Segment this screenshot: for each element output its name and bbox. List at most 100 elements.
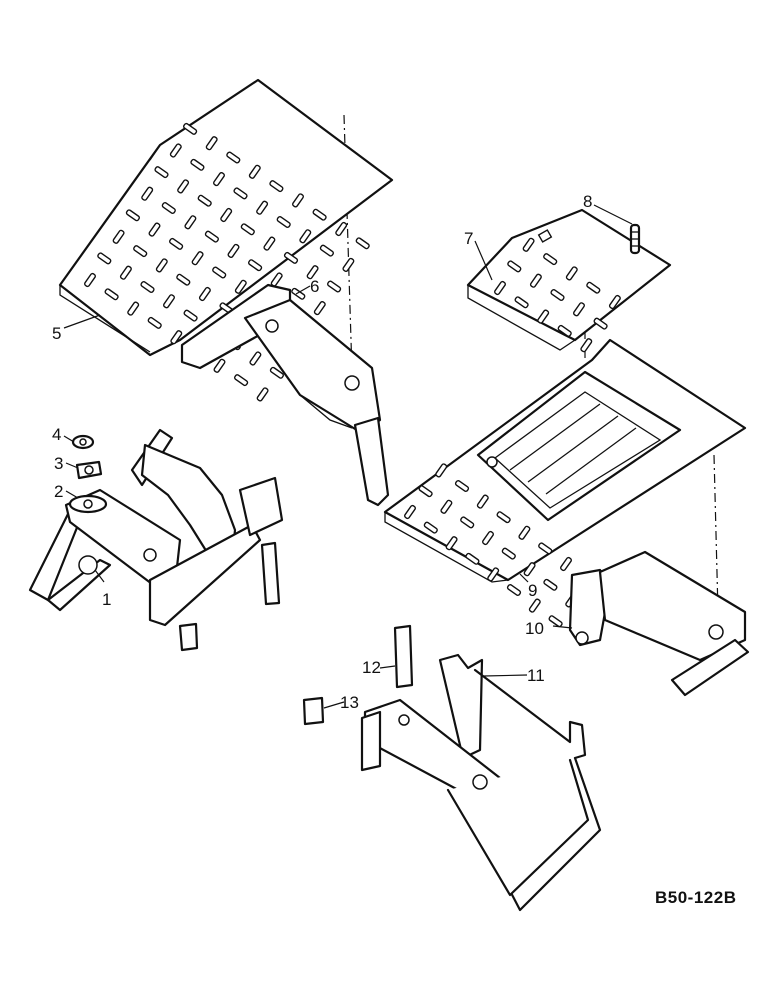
slot [234, 374, 249, 387]
slot [487, 567, 500, 582]
slot [183, 309, 198, 322]
part-12-shim [393, 624, 414, 689]
callout-1: 1 [102, 590, 111, 609]
slot [119, 265, 132, 280]
leader-lines [63, 204, 633, 709]
part-2-plate [68, 494, 108, 514]
slot [248, 259, 263, 272]
part-7-small-plate [466, 208, 672, 353]
slot [140, 281, 155, 293]
slot [523, 562, 536, 577]
slot [269, 180, 284, 193]
slot [161, 202, 176, 214]
callout-3: 3 [54, 454, 63, 473]
alignment-line-right [713, 454, 719, 613]
slot [233, 187, 248, 200]
slot [169, 143, 182, 158]
slot [163, 294, 175, 309]
slot [155, 258, 168, 273]
slot [176, 273, 191, 286]
slot [127, 301, 140, 316]
slot [269, 366, 284, 379]
slot [170, 330, 183, 345]
slot [593, 317, 608, 330]
slot [476, 494, 489, 509]
callout-12: 12 [362, 658, 381, 677]
slot [440, 499, 453, 514]
slot [276, 216, 291, 228]
slot [198, 286, 211, 302]
part-4-washer [71, 434, 95, 450]
part-3-nut [75, 460, 103, 480]
slot [169, 237, 184, 250]
platform-9-slots [404, 463, 594, 628]
slot [299, 229, 312, 244]
part-8-spring [629, 223, 641, 255]
slot [184, 215, 197, 230]
plate-7-slots [494, 237, 621, 353]
slot [465, 552, 480, 565]
slot [529, 273, 542, 288]
slot [608, 294, 621, 310]
slot [522, 237, 535, 252]
slot [292, 193, 304, 208]
slot [423, 521, 438, 534]
slot [482, 530, 494, 546]
slot [573, 302, 585, 317]
slot [342, 257, 355, 272]
slot [560, 556, 572, 572]
slot [256, 387, 269, 402]
slot [518, 525, 531, 540]
part-5-step-plate [58, 78, 394, 402]
slot [550, 289, 565, 301]
slot [133, 245, 148, 258]
slot [248, 164, 261, 179]
slot [496, 511, 511, 524]
callout-11: 11 [527, 666, 545, 685]
slot [313, 301, 326, 316]
part-12-shim-left [260, 541, 281, 606]
slot [226, 151, 241, 164]
slot [501, 547, 516, 560]
slot [84, 272, 96, 288]
slot [494, 280, 506, 296]
part-1-frame [28, 428, 284, 627]
slot [435, 463, 448, 478]
callout-2: 2 [54, 482, 63, 501]
slot [183, 122, 198, 135]
callout-4: 4 [52, 425, 61, 444]
slot [537, 309, 550, 324]
slot [355, 237, 370, 250]
slot [104, 288, 119, 301]
slot [249, 351, 262, 366]
slot [154, 166, 169, 179]
part-13-spacer [302, 696, 325, 726]
drawing-code: B50-122B [655, 888, 737, 907]
part-11-step-hanger [360, 653, 602, 912]
slot [528, 598, 541, 613]
slot [543, 253, 558, 266]
slot [220, 207, 233, 223]
slot [234, 279, 247, 294]
part-13-spacer-left [178, 622, 199, 652]
slot [213, 358, 226, 373]
part-6-bracket [180, 283, 390, 507]
callout-5: 5 [52, 324, 61, 343]
slot [557, 324, 572, 337]
slot [565, 266, 578, 281]
slot [213, 172, 225, 187]
slot [538, 542, 553, 555]
slot [197, 194, 212, 207]
part-10-bracket [568, 550, 750, 697]
callout-6: 6 [310, 277, 319, 296]
slot [312, 208, 327, 221]
slot [270, 272, 283, 287]
slot [141, 186, 154, 201]
slot [112, 229, 125, 244]
slot [204, 230, 219, 243]
slot [580, 338, 593, 353]
slot [283, 251, 299, 264]
callout-8: 8 [583, 192, 592, 211]
slot [205, 136, 218, 151]
